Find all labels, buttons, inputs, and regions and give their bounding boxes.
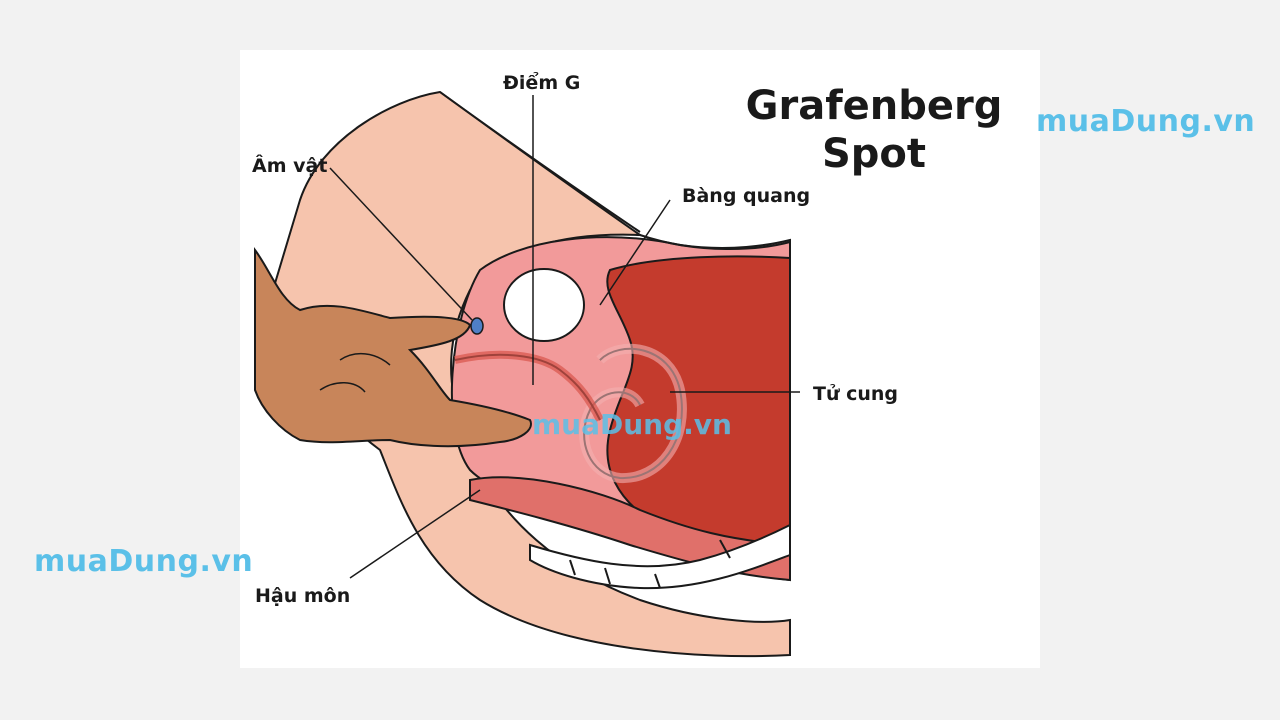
spine	[529, 523, 791, 590]
watermark-center: muaDung.vn	[532, 408, 732, 441]
watermark-top-right: muaDung.vn	[1036, 104, 1256, 139]
rectum	[469, 476, 791, 582]
bladder-shape	[503, 268, 585, 342]
label-clitoris: Âm vật	[252, 155, 328, 177]
watermark-bottom-left: muaDung.vn	[34, 544, 254, 579]
label-anus: Hậu môn	[255, 585, 351, 607]
label-uterus: Tử cung	[813, 383, 899, 405]
leader-anus	[349, 489, 481, 579]
title-line1: Grafenberg	[745, 83, 1003, 129]
label-g-spot: Điểm G	[503, 72, 581, 94]
hand	[254, 246, 532, 448]
clitoris-shape	[470, 317, 484, 335]
label-bladder: Bàng quang	[682, 185, 811, 207]
title-line2: Spot	[821, 131, 927, 177]
leader-bladder	[599, 199, 671, 306]
leader-clitoris	[329, 167, 473, 321]
diagram-title: Grafenberg Spot	[744, 82, 1004, 178]
